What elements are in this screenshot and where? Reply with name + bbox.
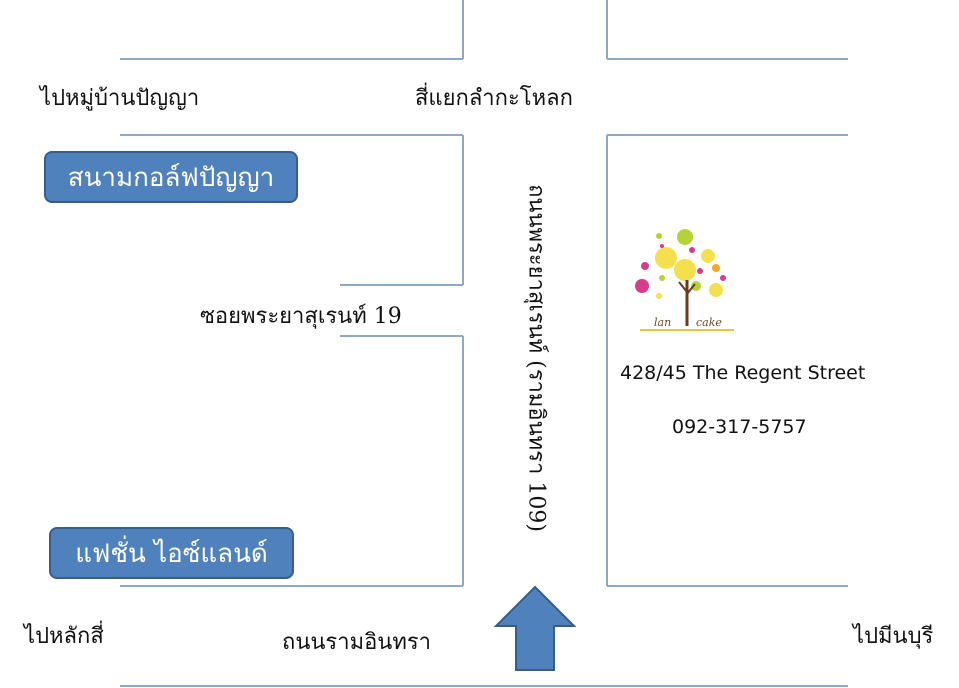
label-main-road: ถนนพระยาสุเรนท์ (รามอินทรา 109): [523, 184, 549, 532]
direction-arrow: [493, 585, 577, 671]
shop-logo: lan cake: [635, 229, 734, 331]
shop-address: 428/45 The Regent Street: [620, 362, 866, 384]
label-to-min-buri: ไปมีนบุรี: [853, 624, 934, 649]
label-ram-inthra-road: ถนนรามอินทรา: [282, 630, 431, 655]
landmark-fashion-island: แฟชั่น ไอซ์แลนด์: [49, 527, 294, 579]
label-to-lak-si: ไปหลักสี่: [24, 624, 104, 649]
label-to-village: ไปหมู่บ้านปัญญา: [40, 86, 200, 111]
road-lines: [120, 0, 848, 687]
landmark-golf-course: สนามกอล์ฟปัญญา: [44, 151, 298, 203]
label-soi: ซอยพระยาสุเรนท์ 19: [200, 304, 402, 329]
label-intersection: สี่แยกลำกะโหลก: [415, 86, 573, 111]
logo-word-1: lan: [654, 316, 671, 329]
shop-phone: 092-317-5757: [672, 416, 807, 438]
logo-word-2: cake: [696, 316, 722, 329]
